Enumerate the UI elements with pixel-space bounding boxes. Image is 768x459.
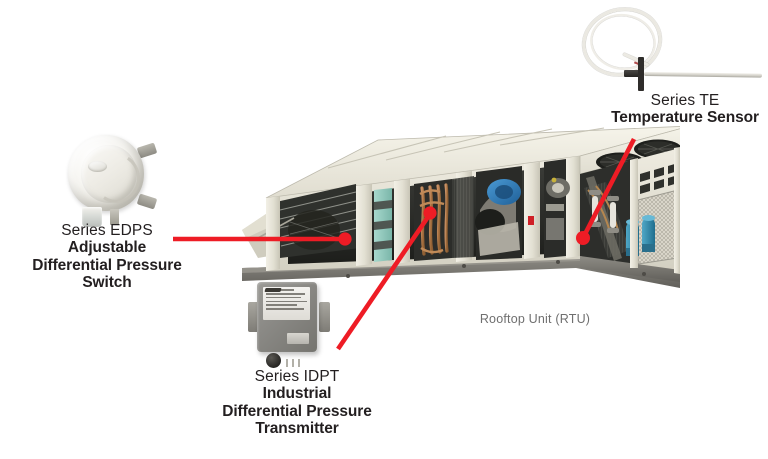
- pressure-transmitter-icon: [248, 278, 332, 368]
- leader-line-idpt: [336, 212, 432, 351]
- controls-section: [544, 159, 570, 258]
- pressure-switch-cover: [81, 145, 137, 203]
- leader-dot-te: [576, 231, 590, 245]
- callout-idpt-line-2: Differential Pressure: [222, 402, 372, 420]
- blower-section: [475, 166, 534, 260]
- condenser-base: [580, 256, 680, 282]
- temperature-probe-icon: [574, 0, 764, 92]
- coil-section: [414, 176, 474, 261]
- rooftop-unit-caption: Rooftop Unit (RTU): [479, 312, 591, 326]
- probe-mounting-flange: [638, 57, 644, 91]
- callout-te: Series TE Temperature Sensor: [590, 92, 768, 127]
- callout-edps-line-1: Adjustable: [67, 239, 147, 257]
- transmitter-mount-ear-right: [319, 302, 330, 332]
- callout-idpt-series: Series IDPT: [254, 368, 340, 385]
- base-feet: [346, 260, 646, 278]
- leader-dot-edps: [338, 232, 352, 246]
- callout-edps-series: Series EDPS: [61, 222, 153, 239]
- callout-edps: Series EDPS Adjustable Differential Pres…: [0, 222, 214, 291]
- base-rail: [242, 256, 680, 288]
- rooftop-unit-illustration: [228, 118, 691, 318]
- callout-edps-line-3: Switch: [82, 274, 132, 292]
- callout-idpt-line-1: Industrial: [262, 385, 332, 403]
- callout-edps-line-2: Differential Pressure: [32, 256, 182, 274]
- pressure-switch-port: [82, 207, 102, 227]
- status-indicator: [528, 216, 534, 225]
- callout-te-series: Series TE: [650, 92, 720, 109]
- probe-fitting-nut: [624, 70, 639, 77]
- pressure-switch-icon: [62, 131, 158, 229]
- pressure-switch-housing: [68, 135, 145, 211]
- transmitter-bottom-plate: [287, 333, 309, 344]
- callout-idpt: Series IDPT Industrial Differential Pres…: [203, 368, 391, 437]
- filter-section: [374, 188, 392, 262]
- transmitter-cable-gland: [266, 353, 281, 368]
- receiver-2: [610, 202, 616, 228]
- transmitter-spec-label: [263, 287, 310, 320]
- roof-seams: [327, 127, 605, 169]
- leader-dot-idpt: [423, 206, 437, 220]
- cabinet-roof: [266, 126, 690, 198]
- leader-line-te: [581, 137, 637, 238]
- transmitter-enclosure: [257, 282, 317, 352]
- pressure-switch-mount-tab-bottom: [136, 193, 158, 210]
- condenser-coils: [584, 176, 630, 261]
- pressure-switch-conduit: [110, 209, 119, 225]
- transmitter-pressure-ports: [286, 359, 302, 367]
- transmitter-mount-ear-left: [248, 302, 259, 332]
- callout-idpt-line-3: Transmitter: [255, 420, 339, 438]
- pressure-switch-adjust-knob: [88, 161, 107, 172]
- rooftop-unit-graphic: [242, 125, 691, 288]
- callout-te-line-1: Temperature Sensor: [611, 109, 759, 127]
- transmitter-brand-logo: [264, 288, 282, 292]
- probe-shaft: [643, 72, 763, 78]
